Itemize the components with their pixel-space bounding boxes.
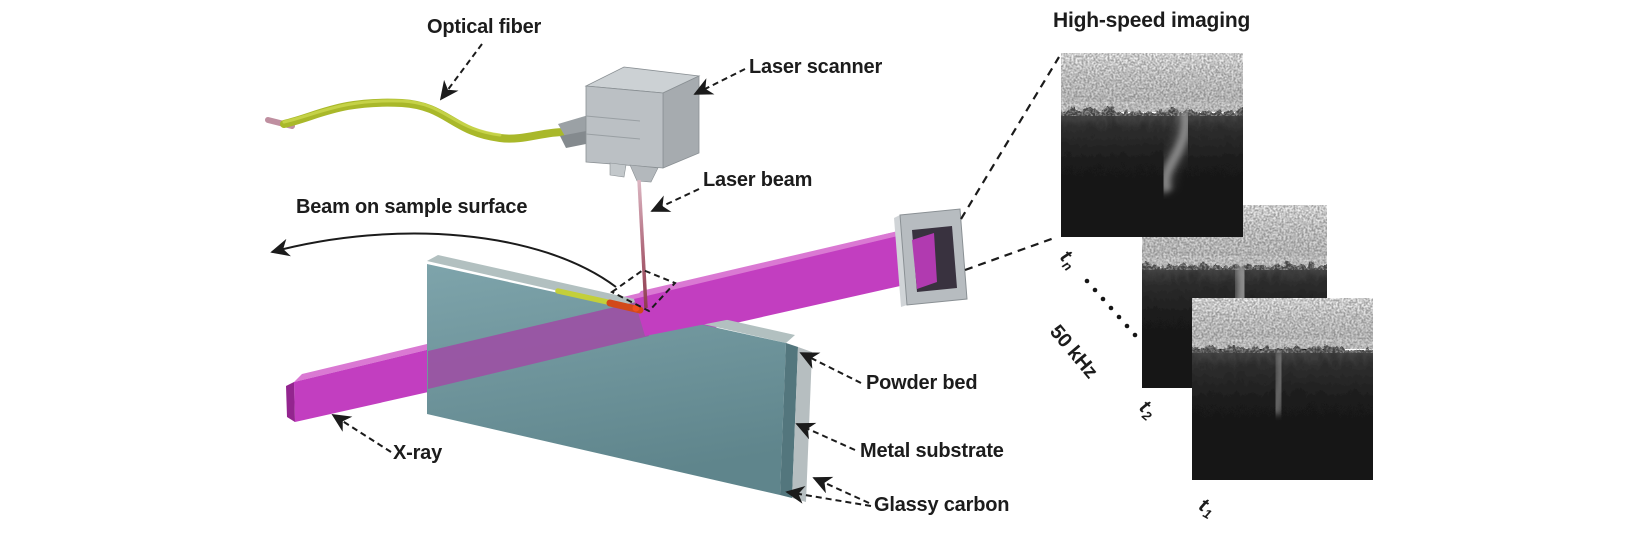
xray-arrow xyxy=(331,414,392,453)
metal-substrate-label: Metal substrate xyxy=(860,440,1004,462)
laser-beam-arrow xyxy=(650,188,700,212)
high-speed-imaging-title: High-speed imaging xyxy=(1053,9,1251,32)
laser-scanner-arrow xyxy=(693,68,746,95)
slab-right-edge xyxy=(780,343,798,498)
xray-frame-tn xyxy=(1061,53,1243,237)
optical-fiber-arrow xyxy=(439,43,483,101)
annotation-arrows xyxy=(270,43,872,507)
scanner-aperture xyxy=(629,164,659,183)
slab-front-face xyxy=(427,264,786,495)
xray-beam-end-cap xyxy=(286,382,295,422)
beam-on-surface-arrow xyxy=(270,232,617,288)
laser-beam-line xyxy=(637,179,648,309)
powder-bed-label: Powder bed xyxy=(866,372,978,394)
beam-on-surface-label: Beam on sample surface xyxy=(296,196,528,218)
xray-beam-through-sample xyxy=(428,301,649,389)
glassy-carbon-arrow-2 xyxy=(785,485,872,507)
beam-on-detector xyxy=(912,233,937,289)
dashed-connectors xyxy=(960,56,1060,272)
xray-label: X-ray xyxy=(393,442,443,464)
scan-area-diamond xyxy=(610,268,677,313)
optical-fiber-label: Optical fiber xyxy=(427,16,542,38)
keyhole-plume-tn xyxy=(1161,111,1191,194)
xray-frame-t1 xyxy=(1192,298,1373,480)
laser-scanner-label: Laser scanner xyxy=(749,56,883,78)
laser-track-yellow xyxy=(555,288,615,306)
scanner-foot xyxy=(609,162,627,178)
powder-bed-arrow xyxy=(799,352,862,384)
xray-beam-front xyxy=(634,228,911,336)
glassy-carbon-label: Glassy carbon xyxy=(874,494,1010,516)
laser-beam-label: Laser beam xyxy=(703,169,813,191)
keyhole-plume-t1 xyxy=(1271,351,1286,415)
metal-substrate-arrow xyxy=(795,422,856,451)
laser-scanner xyxy=(558,66,701,183)
optical-fiber xyxy=(265,98,568,143)
detector xyxy=(894,208,968,307)
dotted-sequence xyxy=(1084,278,1138,338)
glassy-carbon-arrow-1 xyxy=(812,476,870,504)
